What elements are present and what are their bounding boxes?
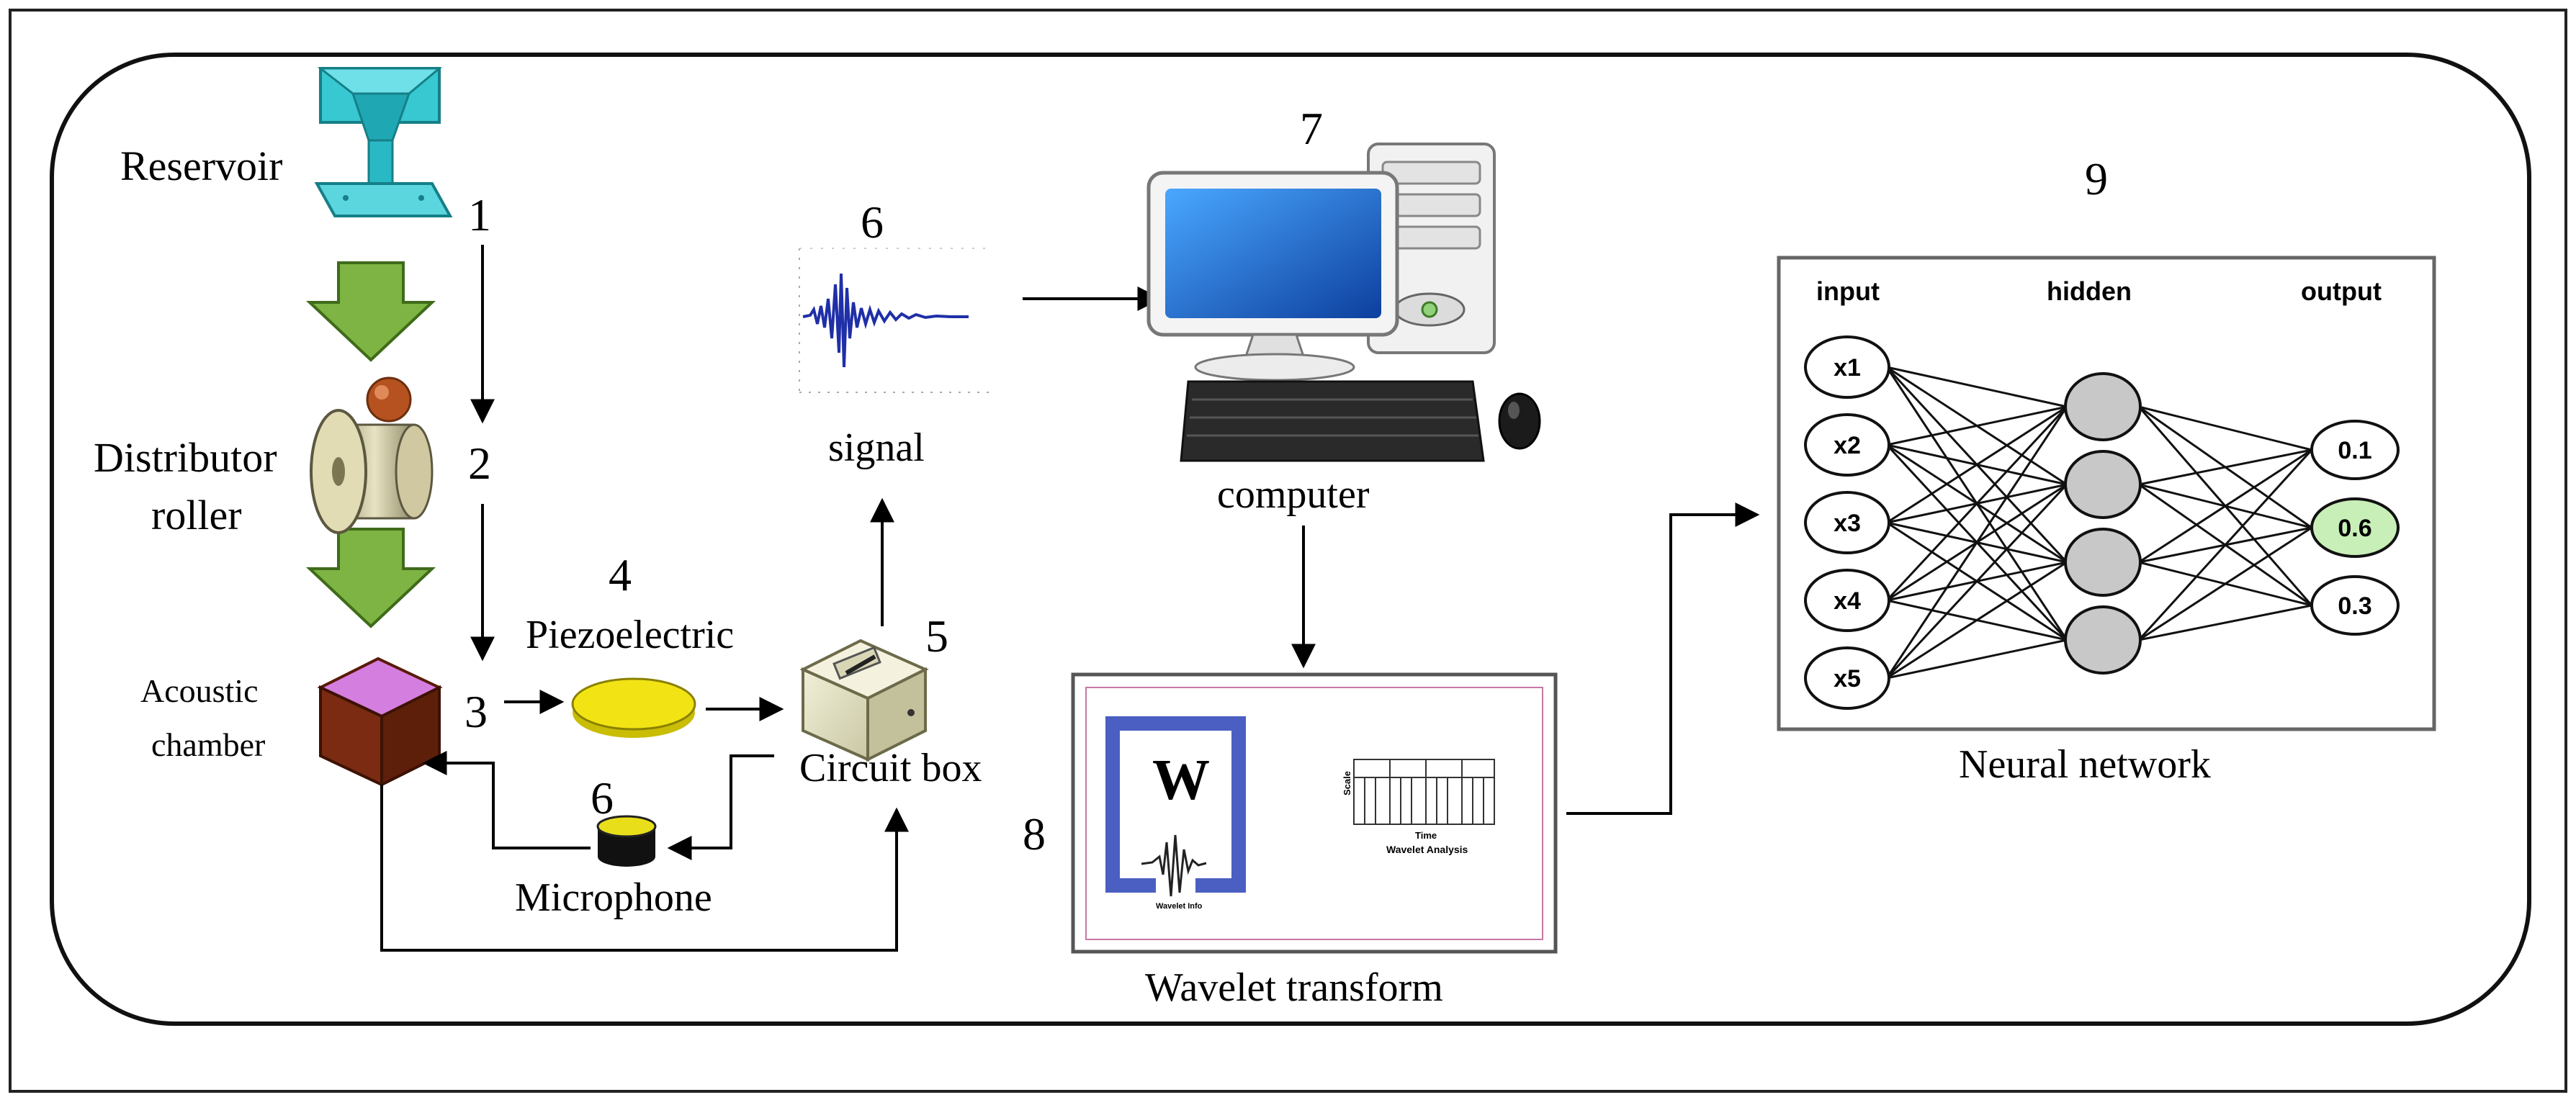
distributor-roller-icon — [310, 376, 434, 534]
nn-edge — [1886, 405, 2068, 524]
piezoelectric-disc-icon — [571, 677, 696, 738]
nn-hidden-node — [2064, 605, 2142, 675]
nn-output-label: 0.6 — [2338, 515, 2371, 542]
step-number-8: 8 — [1023, 808, 1046, 860]
step-number-6-signal: 6 — [861, 197, 884, 248]
nn-edge — [1886, 561, 2068, 680]
nn-connections — [1885, 366, 2313, 680]
nn-input-node — [1804, 335, 1890, 399]
acoustic-label-line1: Acoustic — [140, 672, 259, 709]
wavelet-chart-xlabel: Time — [1415, 830, 1437, 841]
arrow-box-to-mic — [667, 754, 774, 860]
wavelet-logo-caption: Wavelet Info — [1156, 902, 1203, 911]
nn-edge — [2138, 526, 2312, 641]
acoustic-chamber-icon — [317, 657, 443, 788]
nn-input-label: x5 — [1834, 665, 1861, 693]
arrow-wavelet-to-nn — [1566, 502, 1760, 815]
flow-arrow-icon — [305, 528, 436, 628]
nn-input-node — [1804, 491, 1890, 554]
step-number-1: 1 — [468, 189, 491, 240]
step-number-5: 5 — [925, 610, 948, 662]
nn-edge — [2138, 448, 2312, 486]
piezoelectric-label: Piezoelectric — [526, 613, 734, 657]
arrow-chamber-to-box — [380, 785, 909, 952]
microphone-label: Microphone — [515, 875, 712, 920]
nn-col-output-label: output — [2301, 276, 2382, 306]
nn-output-node — [2310, 575, 2400, 636]
nn-edge — [2138, 405, 2312, 451]
distributor-label-line2: roller — [151, 492, 242, 538]
inner-rounded-frame — [50, 53, 2531, 1026]
nn-output-label: 0.1 — [2338, 437, 2371, 464]
wavelet-logo-letter: W — [1152, 749, 1210, 812]
computer-icon — [1146, 143, 1541, 462]
nn-edge — [1886, 366, 2068, 408]
nn-input-label: x3 — [1834, 510, 1861, 537]
nn-hidden-node — [2064, 528, 2142, 597]
nn-output-node — [2310, 497, 2400, 558]
distributor-label-line1: Distributor — [94, 434, 277, 481]
step-number-7: 7 — [1300, 103, 1323, 154]
flow-arrow-icon — [305, 261, 436, 362]
wavelet-transform-label: Wavelet transform — [1145, 965, 1443, 1010]
nn-col-input-label: input — [1816, 276, 1880, 306]
arrow-mic-to-chamber — [422, 751, 591, 849]
step-number-9: 9 — [2085, 153, 2108, 204]
nn-edge — [2138, 604, 2312, 641]
nn-input-label: x1 — [1834, 354, 1861, 382]
wavelet-chart-caption: Wavelet Analysis — [1386, 844, 1468, 855]
wavelet-logo-icon — [1105, 716, 1246, 897]
acoustic-label-line2: chamber — [151, 726, 265, 763]
step-number-2: 2 — [468, 438, 491, 489]
nn-edge — [1885, 405, 2068, 602]
nn-output-label: 0.3 — [2338, 592, 2371, 620]
wavelet-scalogram-chart — [1353, 759, 1495, 825]
nn-input-label: x2 — [1834, 432, 1861, 459]
nn-input-node — [1804, 646, 1890, 710]
circuit-box-icon — [799, 639, 929, 762]
nn-nodes: x1 x2 x3 x4 x5 0.1 0.6 0.3 — [1804, 335, 2400, 710]
nn-input-node — [1804, 413, 1890, 477]
nn-edge — [1885, 483, 2068, 680]
nn-hidden-node — [2064, 372, 2142, 441]
signal-plot-icon — [799, 248, 990, 393]
neural-network-label: Neural network — [1959, 742, 2211, 787]
nn-col-hidden-label: hidden — [2047, 276, 2132, 306]
nn-edge — [1885, 406, 2068, 679]
nn-input-label: x4 — [1834, 587, 1861, 615]
reservoir-icon — [314, 67, 453, 217]
step-number-3: 3 — [465, 686, 488, 737]
step-number-4: 4 — [609, 549, 632, 600]
nn-output-node — [2310, 420, 2400, 480]
reservoir-label: Reservoir — [120, 143, 283, 189]
wavelet-chart-ylabel: Scale — [1342, 771, 1352, 795]
signal-label: signal — [828, 425, 925, 470]
circuit-box-label: Circuit box — [799, 746, 982, 790]
microphone-icon — [596, 815, 657, 867]
nn-input-node — [1804, 569, 1890, 632]
nn-edge — [1886, 639, 2068, 680]
nn-edge — [2138, 448, 2312, 564]
computer-label: computer — [1217, 472, 1370, 517]
nn-edge — [2137, 448, 2313, 641]
nn-edge — [1886, 405, 2068, 446]
step-number-6-mic: 6 — [591, 772, 614, 824]
nn-hidden-node — [2064, 450, 2142, 519]
